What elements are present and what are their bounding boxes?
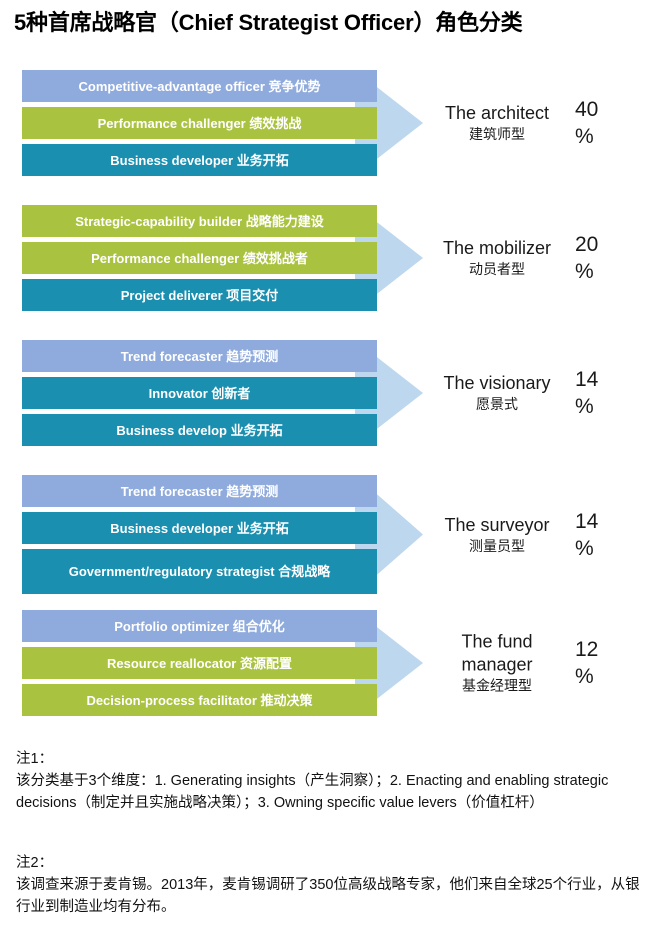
bar-segment[interactable]: Business develop 业务开拓 [22,414,377,446]
bar-segment[interactable]: Performance challenger 绩效挑战 [22,107,377,139]
role-group: Competitive-advantage officer 竞争优势 Perfor… [0,70,652,176]
bar-segment[interactable]: Business developer 业务开拓 [22,144,377,176]
bar-label: Decision-process facilitator 推动决策 [86,692,313,708]
percentage-number: 14 [575,368,599,391]
role-group: Trend forecaster 趋势预测 Innovator 创新者 Busine… [0,340,652,446]
bar-stack: Competitive-advantage officer 竞争优势 Perfor… [22,70,377,176]
footnote-1: 注1： 该分类基于3个维度：1. Generating insights（产生洞… [16,748,640,814]
bar-label: Project deliverer 项目交付 [120,287,279,303]
bar-segment[interactable]: Trend forecaster 趋势预测 [22,340,377,372]
role-label: The architect 建筑师型 [424,102,570,144]
bar-label: Trend forecaster 趋势预测 [120,483,279,499]
bar-segment[interactable]: Project deliverer 项目交付 [22,279,377,311]
percentage-symbol: % [575,536,594,560]
footnote-2-label: 注2： [16,855,54,871]
percentage-symbol: % [575,395,594,418]
percentage-number: 20 [575,233,599,256]
percentage-number: 12 [575,638,599,661]
percentage-symbol: % [575,665,594,688]
bar-segment[interactable]: Competitive-advantage officer 竞争优势 [22,70,377,102]
role-label-en: The surveyor [444,514,550,535]
bar-label: Performance challenger 绩效挑战者 [91,250,308,266]
bar-stack: Portfolio optimizer 组合优化 Resource realloc… [22,610,377,716]
bar-segment[interactable]: Trend forecaster 趋势预测 [22,475,377,507]
bar-label: Innovator 创新者 [148,385,251,401]
percentage-value: 12% [575,636,635,690]
footnote-1-body: 该分类基于3个维度：1. Generating insights（产生洞察）；2… [16,773,609,811]
bar-label: Portfolio optimizer 组合优化 [114,618,285,634]
bar-segment[interactable]: Resource reallocator 资源配置 [22,647,377,679]
footnote-2: 注2： 该调查来源于麦肯锡。2013年，麦肯锡调研了350位高级战略专家，他们来… [16,852,640,918]
bar-label: Strategic-capability builder 战略能力建设 [75,213,324,229]
bar-segment[interactable]: Business developer 业务开拓 [22,512,377,544]
footnote-1-label: 注1： [16,751,54,767]
percentage-value: 14% [575,508,635,562]
bar-label: Government/regulatory strategist 合规战略 [68,564,331,579]
percentage-symbol: % [575,260,594,283]
page-title: 5种首席战略官（Chief Strategist Officer）角色分类 [14,10,523,35]
bar-segment[interactable]: Government/regulatory strategist 合规战略 [22,549,377,594]
role-label-en: The architect [444,103,550,123]
role-label-cn: 动员者型 [469,261,525,277]
percentage-value: 20% [575,231,635,285]
bar-stack: Trend forecaster 趋势预测 Innovator 创新者 Busine… [22,340,377,446]
role-group: Trend forecaster 趋势预测 Business developer … [0,475,652,594]
bar-segment[interactable]: Innovator 创新者 [22,377,377,409]
role-label: The visionary 愿景式 [424,372,570,414]
bar-label: Resource reallocator 资源配置 [107,655,292,671]
role-label-cn: 愿景式 [476,396,518,412]
bar-stack: Strategic-capability builder 战略能力建设 Perfo… [22,205,377,311]
percentage-number: 14 [575,509,599,533]
bar-label: Competitive-advantage officer 竞争优势 [78,78,321,94]
role-label-cn: 基金经理型 [462,677,532,694]
role-label: The surveyor 测量员型 [424,514,570,556]
bar-label: Business develop 业务开拓 [116,422,283,438]
percentage-number: 40 [575,98,599,121]
bar-segment[interactable]: Portfolio optimizer 组合优化 [22,610,377,642]
percentage-value: 14% [575,366,635,420]
role-label: The mobilizer 动员者型 [424,237,570,279]
bar-segment[interactable]: Performance challenger 绩效挑战者 [22,242,377,274]
role-label: The fund manager 基金经理型 [424,631,570,696]
bar-segment[interactable]: Strategic-capability builder 战略能力建设 [22,205,377,237]
role-label-en: The visionary [443,373,551,393]
role-classification-chart: Competitive-advantage officer 竞争优势 Perfor… [0,60,652,732]
bar-segment[interactable]: Decision-process facilitator 推动决策 [22,684,377,716]
role-label-en: The fund manager [461,631,533,675]
bar-label: Business developer 业务开拓 [110,520,289,536]
footnote-2-body: 该调查来源于麦肯锡。2013年，麦肯锡调研了350位高级战略专家，他们来自全球2… [16,877,640,915]
role-group: Strategic-capability builder 战略能力建设 Perfo… [0,205,652,311]
role-label-en: The mobilizer [442,238,552,258]
percentage-value: 40% [575,96,635,150]
bar-label: Performance challenger 绩效挑战 [97,115,302,131]
role-label-cn: 测量员型 [469,537,525,554]
bar-label: Business developer 业务开拓 [110,152,289,168]
role-group: Portfolio optimizer 组合优化 Resource realloc… [0,610,652,716]
bar-stack: Trend forecaster 趋势预测 Business developer … [22,475,377,594]
bar-label: Trend forecaster 趋势预测 [120,348,279,364]
role-label-cn: 建筑师型 [469,126,525,142]
percentage-symbol: % [575,125,594,148]
